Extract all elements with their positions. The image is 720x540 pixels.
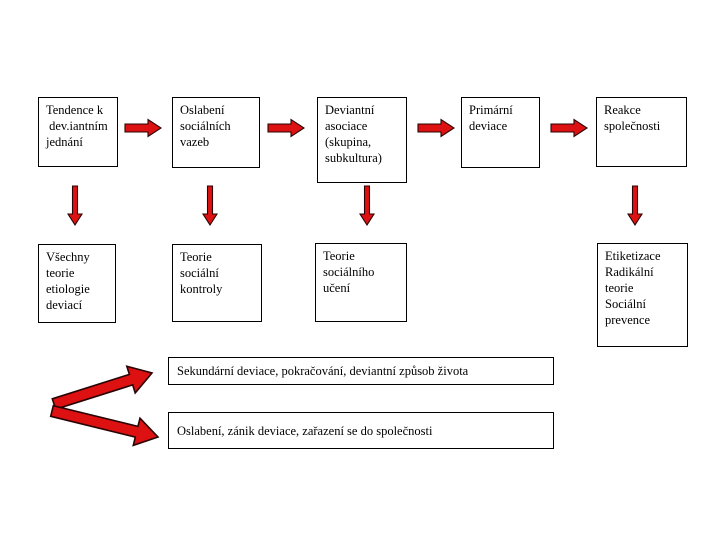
down-arrow-icon (626, 185, 644, 227)
down-arrow-icon (66, 185, 84, 227)
down-arrow-icon (358, 185, 376, 227)
box-oslabeni-socialnich-vazeb: Oslabení sociálních vazeb (172, 97, 260, 168)
branch-arrow-down-icon (49, 404, 160, 447)
box-deviantni-asociace: Deviantní asociace (skupina, subkultura) (317, 97, 407, 183)
box-oslabeni-zanik: Oslabení, zánik deviace, zařazení se do … (168, 412, 554, 449)
right-arrow-icon (267, 118, 306, 138)
box-vsechny-teorie-etiologie: Všechny teorie etiologie deviací (38, 244, 116, 323)
box-etiketizace-radikalni-teorie: Etiketizace Radikální teorie Sociální pr… (597, 243, 688, 347)
box-teorie-socialniho-uceni: Teorie sociálního učení (315, 243, 407, 322)
box-reakce-spolecnosti: Reakce společnosti (596, 97, 687, 167)
branch-arrow-up-icon (51, 365, 154, 411)
down-arrow-icon (201, 185, 219, 227)
box-primarni-deviace: Primární deviace (461, 97, 540, 168)
box-sekundarni-deviace: Sekundární deviace, pokračování, deviant… (168, 357, 554, 385)
right-arrow-icon (417, 118, 456, 138)
box-tendence-k-deviantnimu-jednani: Tendence k dev.iantním jednání (38, 97, 118, 167)
right-arrow-icon (550, 118, 589, 138)
right-arrow-icon (124, 118, 163, 138)
box-teorie-socialni-kontroly: Teorie sociální kontroly (172, 244, 262, 322)
